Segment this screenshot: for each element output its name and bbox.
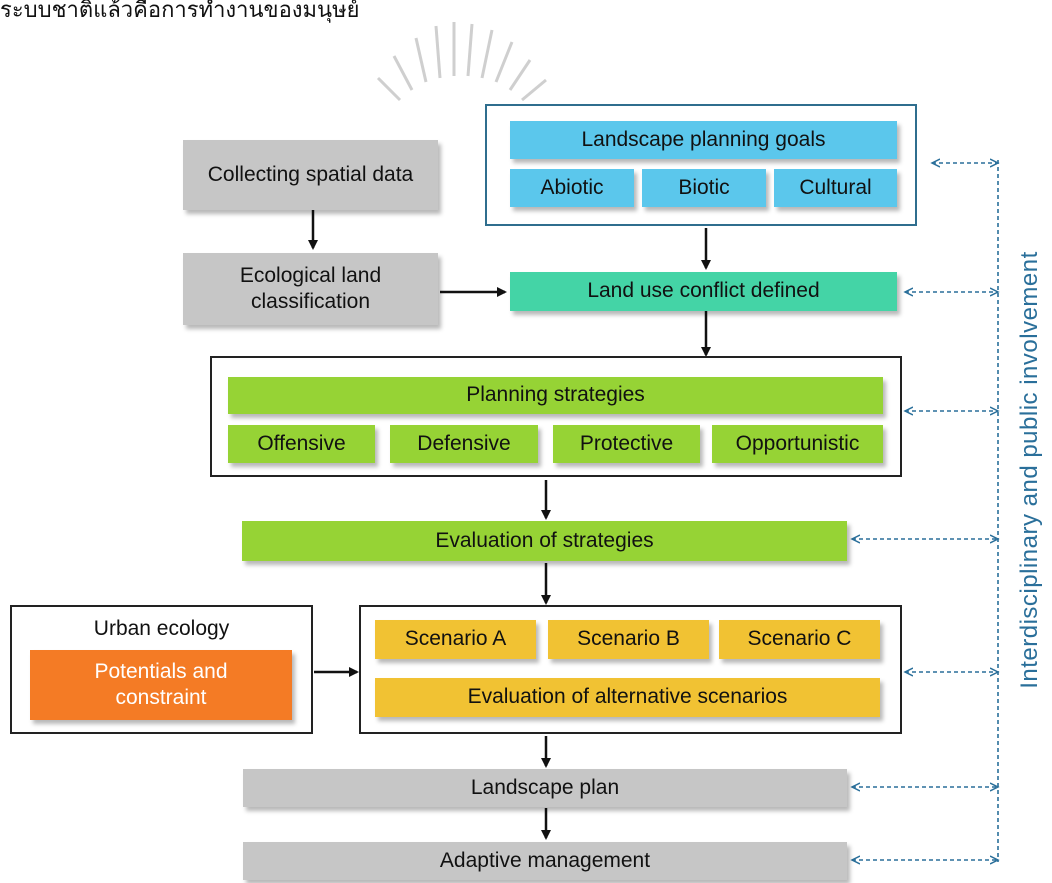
strategy-opportunistic: Opportunistic [712,425,883,463]
side-label: Interdisciplinary and public involvement [1016,251,1043,689]
evaluation-of-strategies: Evaluation of strategies [242,521,847,561]
goals-title: Landscape planning goals [510,121,897,159]
potentials-and-constraint: Potentials and constraint [30,650,292,720]
watermark-seal [340,8,580,113]
goal-cultural: Cultural [774,169,897,207]
strategy-defensive: Defensive [390,425,538,463]
evaluation-of-alternative-scenarios: Evaluation of alternative scenarios [375,678,880,717]
scenario-c: Scenario C [719,620,880,659]
land-use-conflict-defined: Land use conflict defined [510,272,897,311]
strategy-offensive: Offensive [228,425,375,463]
landscape-plan: Landscape plan [243,769,847,807]
collecting-spatial-data: Collecting spatial data [183,140,438,210]
header-text: ระบบชาติแล้วคือการทำงานของมนุษย์ [0,0,360,23]
urban-ecology-title: Urban ecology [93,617,230,640]
scenario-b: Scenario B [548,620,709,659]
goal-abiotic: Abiotic [510,169,634,207]
scenario-a: Scenario A [375,620,536,659]
goal-biotic: Biotic [642,169,766,207]
adaptive-management: Adaptive management [243,842,847,880]
strategies-title: Planning strategies [228,377,883,414]
strategy-protective: Protective [553,425,700,463]
ecological-land-classification: Ecological land classification [183,253,438,325]
